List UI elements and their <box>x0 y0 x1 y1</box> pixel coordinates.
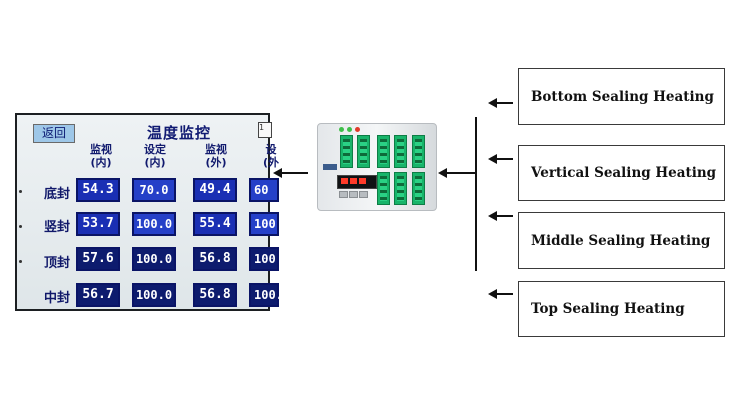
label-middle-sealing-heating: Middle Sealing Heating <box>518 212 725 269</box>
value-cell: 53.7 <box>76 212 120 236</box>
setpoint-cell[interactable]: 100 <box>249 247 279 271</box>
value-cell: 55.4 <box>193 212 237 236</box>
bezel-dot <box>19 225 22 228</box>
setpoint-cell[interactable]: 100 <box>249 212 279 236</box>
column-header-monitor-outer: 监视 (外) <box>190 143 242 169</box>
back-button[interactable]: 返回 <box>33 124 75 143</box>
setpoint-cell[interactable]: 70.0 <box>132 178 176 202</box>
arrow-left-icon <box>488 154 497 164</box>
arrow-line <box>497 102 513 104</box>
row-label-vertical-seal: 竖封 <box>44 220 71 235</box>
column-header-line: 设定 <box>144 143 166 156</box>
setpoint-cell[interactable]: 100.0 <box>132 212 176 236</box>
terminal-block <box>340 135 353 168</box>
row-label-middle-seal: 中封 <box>44 291 71 306</box>
column-header-setpoint-outer: 设 (外 <box>245 143 297 169</box>
row-label-top-seal: 顶封 <box>44 256 71 271</box>
value-cell: 54.3 <box>76 178 120 202</box>
arrow-left-icon <box>273 168 282 178</box>
corner-button[interactable]: 1 <box>258 122 272 138</box>
controller-display <box>337 175 377 189</box>
arrow-line <box>497 158 513 160</box>
arrow-left-icon <box>488 98 497 108</box>
column-header-setpoint-inner: 设定 (内) <box>129 143 181 169</box>
setpoint-cell[interactable]: 100. <box>249 283 283 307</box>
controller-key[interactable] <box>349 191 358 198</box>
temperature-controller-device <box>317 117 437 212</box>
value-cell: 56.8 <box>193 247 237 271</box>
label-top-sealing-heating: Top Sealing Heating <box>518 281 725 337</box>
screen-title: 温度监控 <box>147 124 212 142</box>
terminal-block <box>412 135 425 168</box>
arrow-left-icon <box>438 168 447 178</box>
hmi-screen: 返回 温度监控 1 监视 (内) 设定 (内) 监视 (外) 设 (外 底封 5… <box>15 113 283 311</box>
column-header-line: (内) <box>90 156 112 169</box>
terminal-block <box>412 172 425 205</box>
controller-key[interactable] <box>339 191 348 198</box>
arrow-line <box>497 293 513 295</box>
arrow-left-icon <box>488 211 497 221</box>
controller-key[interactable] <box>359 191 368 198</box>
arrow-line <box>447 172 476 174</box>
terminal-block <box>377 135 390 168</box>
column-header-line: 设 <box>265 143 277 156</box>
column-header-line: (外 <box>262 156 280 169</box>
arrow-line <box>497 215 513 217</box>
terminal-block <box>394 135 407 168</box>
status-led-icon <box>347 127 352 132</box>
value-cell: 56.8 <box>193 283 237 307</box>
column-header-line: 监视 <box>90 143 112 156</box>
signal-bus-line <box>475 117 477 271</box>
brand-logo <box>323 164 337 170</box>
column-header-line: (外) <box>205 156 227 169</box>
status-led-icon <box>355 127 360 132</box>
arrow-line <box>282 172 308 174</box>
setpoint-cell[interactable]: 60 <box>249 178 279 202</box>
setpoint-cell[interactable]: 100.0 <box>132 283 176 307</box>
label-vertical-sealing-heating: Vertical Sealing Heating <box>518 145 725 201</box>
bezel-dot <box>19 260 22 263</box>
column-header-line: 监视 <box>205 143 227 156</box>
status-led-icon <box>339 127 344 132</box>
bezel-dot <box>19 190 22 193</box>
column-header-line: (内) <box>144 156 166 169</box>
label-bottom-sealing-heating: Bottom Sealing Heating <box>518 68 725 125</box>
value-cell: 49.4 <box>193 178 237 202</box>
terminal-block <box>377 172 390 205</box>
value-cell: 56.7 <box>76 283 120 307</box>
terminal-block <box>357 135 370 168</box>
terminal-block <box>394 172 407 205</box>
value-cell: 57.6 <box>76 247 120 271</box>
row-label-bottom-seal: 底封 <box>44 187 71 202</box>
setpoint-cell[interactable]: 100.0 <box>132 247 176 271</box>
arrow-left-icon <box>488 289 497 299</box>
column-header-monitor-inner: 监视 (内) <box>75 143 127 169</box>
